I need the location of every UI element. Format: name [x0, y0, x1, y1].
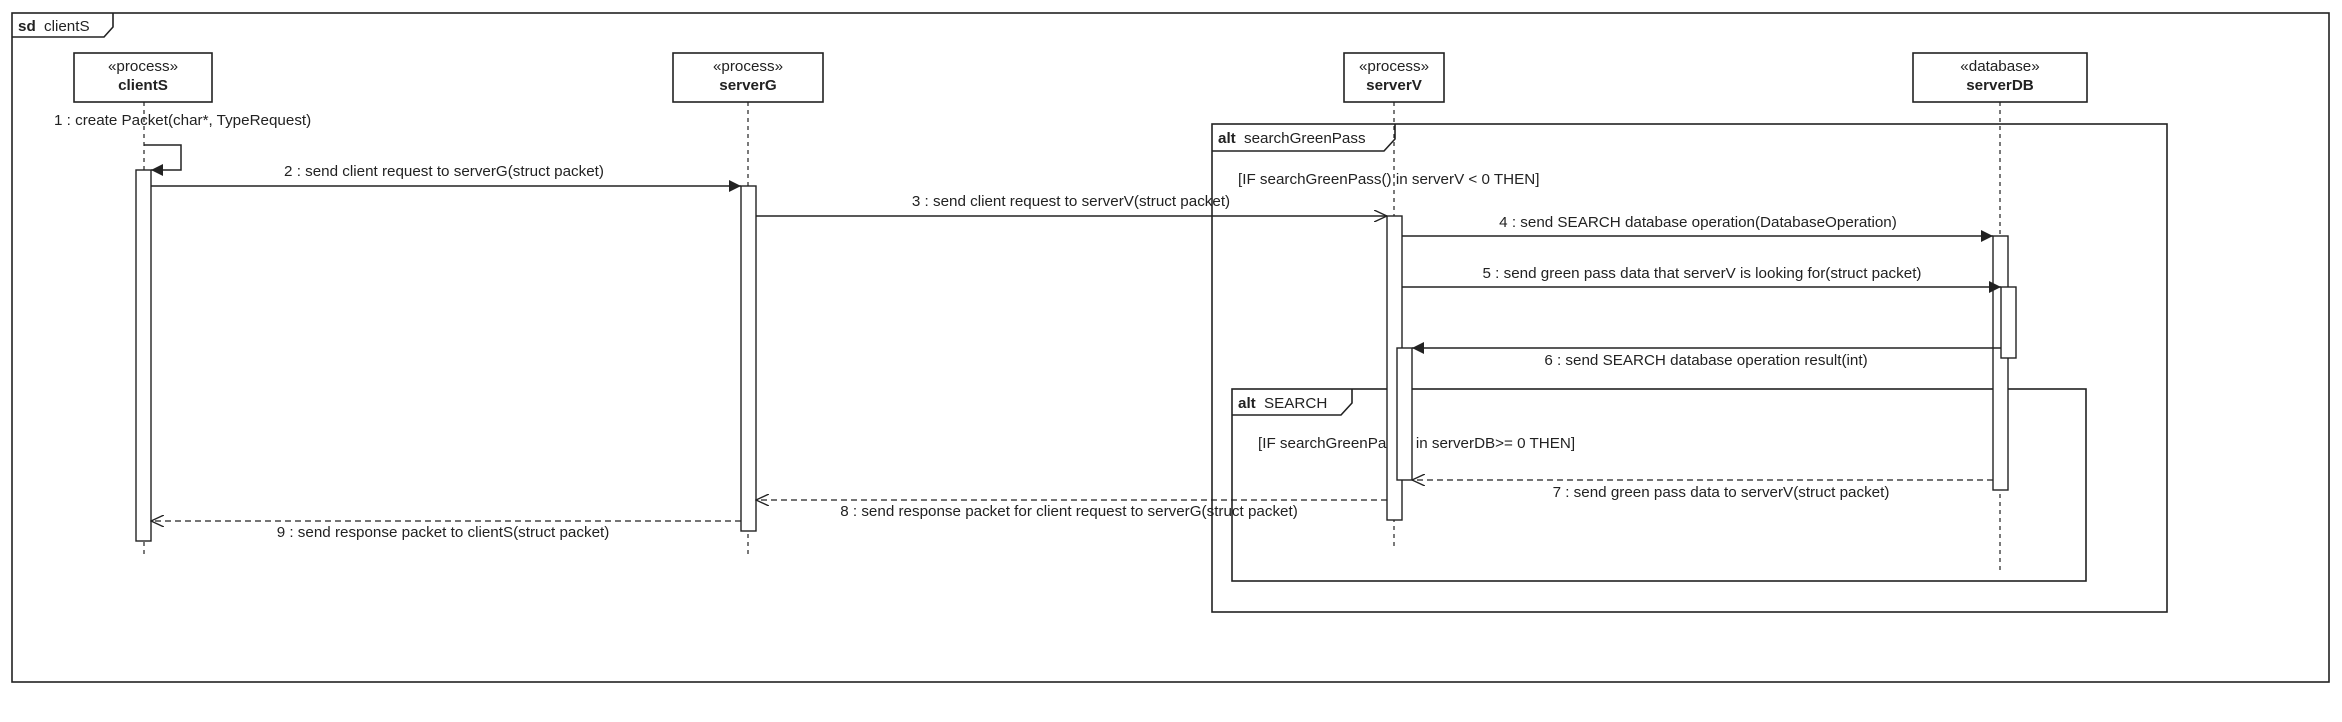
message-4[interactable]: 4 : send SEARCH database operation(Datab… — [1402, 214, 1993, 242]
alt-fragment-searchgreenpass[interactable]: alt searchGreenPass [IF searchGreenPass(… — [1211, 123, 2168, 613]
lifeline-clients-name: clientS — [118, 77, 168, 94]
message-9[interactable]: 9 : send response packet to clientS(stru… — [151, 521, 741, 541]
message-5[interactable]: 5 : send green pass data that serverV is… — [1402, 265, 2001, 293]
lifeline-serverdb-stereotype: «database» — [1960, 58, 2039, 75]
lifeline-clients[interactable]: «process» clientS — [73, 52, 213, 557]
lifeline-serverg-stereotype: «process» — [713, 58, 783, 75]
lifeline-serverdb[interactable]: «database» serverDB — [1912, 52, 2088, 572]
alt-fragment-searchgreenpass-keyword: alt — [1218, 130, 1236, 147]
message-1-self[interactable]: 1 : create Packet(char*, TypeRequest) — [54, 112, 311, 176]
message-8[interactable]: 8 : send response packet for client requ… — [756, 500, 1387, 520]
lifeline-serverg-head[interactable] — [672, 52, 824, 103]
message-7[interactable]: 7 : send green pass data to serverV(stru… — [1412, 480, 1993, 501]
message-1-label: 1 : create Packet(char*, TypeRequest) — [54, 112, 311, 129]
activation-bar-serverdb — [1992, 235, 2009, 491]
alt-fragment-search-keyword: alt — [1238, 395, 1256, 412]
message-6-label: 6 : send SEARCH database operation resul… — [1544, 352, 1867, 369]
activation-bar-serverv-nested — [1396, 347, 1413, 481]
alt-fragment-search-guard: [IF searchGreenPass() in serverDB>= 0 TH… — [1258, 435, 1575, 452]
alt-fragment-search-name: SEARCH — [1264, 395, 1327, 412]
message-3-label: 3 : send client request to serverV(struc… — [912, 193, 1230, 210]
sd-frame: sd clientS — [11, 12, 2330, 683]
activation-bar-serverg — [740, 185, 757, 532]
activation-bar-clients — [135, 169, 152, 542]
lifeline-serverv-head[interactable] — [1343, 52, 1445, 103]
alt-fragment-searchgreenpass-guard: [IF searchGreenPass() in serverV < 0 THE… — [1238, 171, 1539, 188]
alt-fragment-search[interactable]: alt SEARCH [IF searchGreenPass() in serv… — [1231, 388, 2087, 582]
lifeline-serverv[interactable]: «process» serverV — [1343, 52, 1445, 550]
message-4-label: 4 : send SEARCH database operation(Datab… — [1499, 214, 1897, 231]
message-6[interactable]: 6 : send SEARCH database operation resul… — [1412, 342, 2001, 369]
lifeline-serverdb-head[interactable] — [1912, 52, 2088, 103]
sd-frame-name: clientS — [44, 18, 90, 35]
lifeline-serverg-name: serverG — [719, 77, 776, 94]
lifeline-serverg[interactable]: «process» serverG — [672, 52, 824, 557]
message-5-label: 5 : send green pass data that serverV is… — [1483, 265, 1922, 282]
lifeline-serverv-name: serverV — [1366, 77, 1423, 94]
lifeline-clients-head[interactable] — [73, 52, 213, 103]
message-7-label: 7 : send green pass data to serverV(stru… — [1553, 484, 1890, 501]
lifeline-serverdb-name: serverDB — [1966, 77, 2034, 94]
sd-frame-keyword: sd — [18, 18, 36, 35]
message-2[interactable]: 2 : send client request to serverG(struc… — [151, 163, 741, 192]
message-2-label: 2 : send client request to serverG(struc… — [284, 163, 604, 180]
message-8-label: 8 : send response packet for client requ… — [840, 503, 1298, 520]
alt-fragment-searchgreenpass-name: searchGreenPass — [1244, 130, 1366, 147]
activation-bar-serverdb-nested — [2000, 286, 2017, 359]
message-3[interactable]: 3 : send client request to serverV(struc… — [756, 193, 1387, 216]
lifeline-serverv-stereotype: «process» — [1359, 58, 1429, 75]
message-9-label: 9 : send response packet to clientS(stru… — [277, 524, 610, 541]
lifeline-clients-stereotype: «process» — [108, 58, 178, 75]
